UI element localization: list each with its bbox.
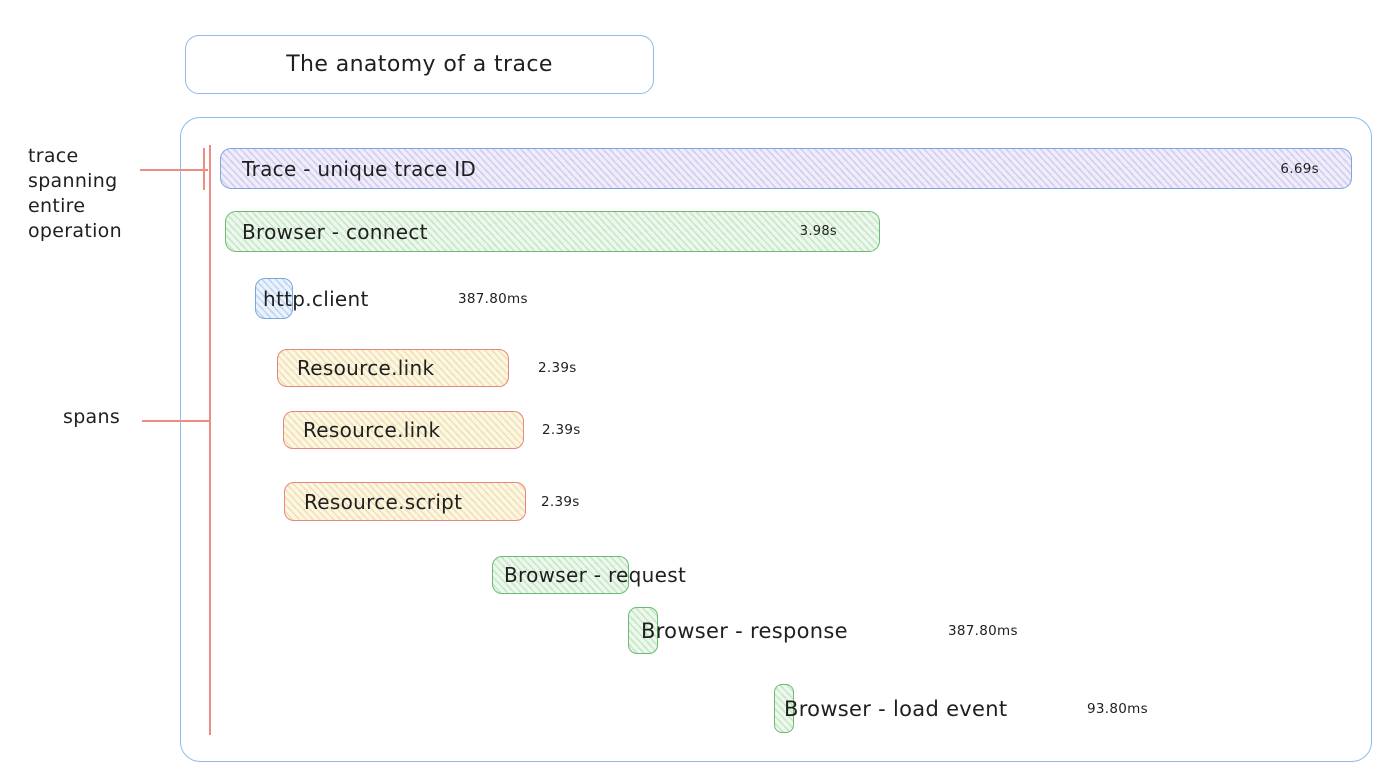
span-browser-load-event-label: Browser - load event: [784, 696, 1008, 721]
trace-pointer-line: [140, 169, 208, 171]
span-duration: 3.98s: [799, 224, 837, 239]
span-resource-link-2-duration: 2.39s: [542, 422, 581, 438]
span-http-client-box: [255, 278, 293, 319]
trace-pointer-tick: [203, 148, 205, 190]
span-resource-link-2: Resource.link: [283, 411, 524, 449]
spans-pointer-line: [142, 420, 210, 422]
span-browser-request-label: Browser - request: [504, 563, 687, 587]
span-resource-link-1: Resource.link: [277, 349, 509, 387]
trace-bar: Trace - unique trace ID 6.69s: [220, 148, 1352, 189]
span-browser-connect: Browser - connect 3.98s: [225, 211, 880, 252]
trace-bar-label: Trace - unique trace ID: [242, 156, 477, 181]
span-resource-script-duration: 2.39s: [541, 493, 580, 510]
span-resource-link-1-duration: 2.39s: [538, 360, 577, 376]
span-label: Browser - connect: [242, 219, 428, 244]
span-label: Resource.link: [297, 356, 435, 380]
spans-annotation-label: spans: [63, 406, 121, 428]
span-browser-response-box: [628, 607, 658, 654]
trace-outer-frame: [180, 117, 1372, 762]
span-browser-load-event-duration: 93.80ms: [1087, 700, 1148, 717]
spans-axis-line: [209, 145, 211, 735]
span-browser-request-box: [492, 556, 629, 594]
span-http-client-duration: 387.80ms: [458, 290, 528, 307]
span-browser-response-label: Browser - response: [641, 618, 848, 643]
trace-bar-duration: 6.69s: [1280, 160, 1319, 177]
diagram-title-box: The anatomy of a trace: [185, 35, 654, 94]
span-browser-response-duration: 387.80ms: [948, 622, 1018, 639]
span-browser-load-event-box: [774, 684, 794, 733]
span-resource-script: Resource.script: [284, 482, 526, 521]
span-label: Resource.link: [303, 418, 441, 442]
diagram-title: The anatomy of a trace: [286, 52, 553, 77]
span-label: Resource.script: [304, 489, 463, 514]
span-http-client-label: http.client: [263, 286, 369, 311]
trace-annotation-label: trace spanning entire operation: [28, 145, 122, 242]
